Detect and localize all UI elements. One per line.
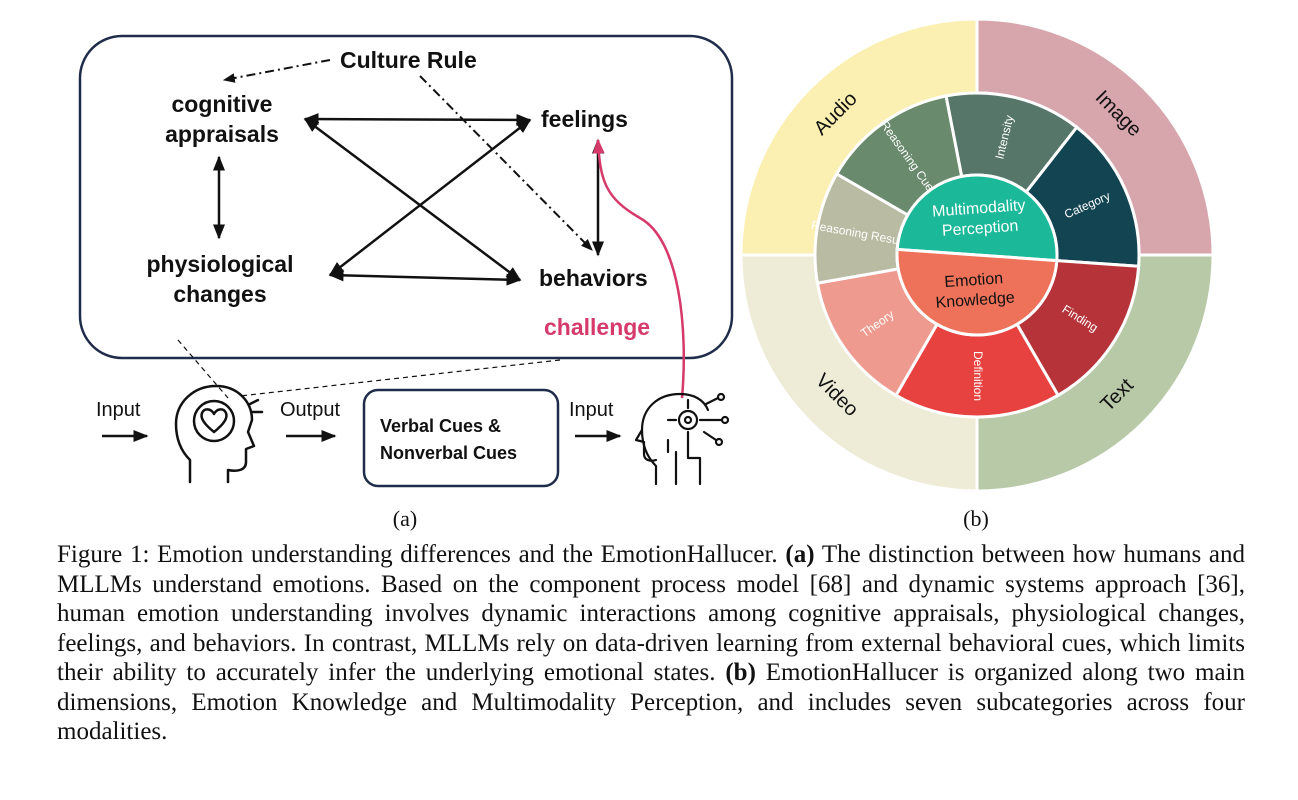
feelings-label: feelings: [541, 106, 628, 132]
challenge-label: challenge: [544, 314, 650, 340]
physiological-changes-label-2: changes: [173, 281, 266, 307]
emotion-process-box: [78, 34, 734, 360]
ai-head-circuit-icon: [634, 392, 730, 486]
caption-prefix: Figure 1: Emotion understanding differen…: [57, 541, 786, 568]
challenge-curve: [592, 138, 686, 399]
culture-to-cognitive-arrow: [222, 59, 331, 83]
physiological-changes-label: physiological: [147, 251, 294, 277]
core-emotion-knowledge: [895, 247, 1059, 337]
physiological-behaviors-arrow: [328, 269, 522, 286]
core-label-perception: Perception: [941, 218, 1019, 240]
core-label-emotion: Emotion: [944, 270, 1004, 291]
physiological-feelings-arrow: [328, 119, 532, 276]
input-label-2: Input: [569, 399, 614, 421]
output-label: Output: [280, 399, 340, 421]
cues-label-line2: Nonverbal Cues: [380, 443, 517, 463]
cognitive-feelings-arrow: [303, 113, 532, 126]
figure-1: Culture Rule cognitive appraisals feelin…: [78, 17, 1215, 531]
cognitive-appraisals-label-2: appraisals: [165, 121, 279, 147]
panel-a-sublabel: (a): [393, 506, 417, 531]
cues-label-line1: Verbal Cues &: [380, 416, 501, 436]
input-label-1: Input: [96, 399, 141, 421]
subcategory-label-definition: Definition: [971, 351, 985, 401]
culture-rule-label: Culture Rule: [340, 47, 477, 73]
cues-box: [362, 388, 560, 488]
figure-caption: Figure 1: Emotion understanding differen…: [57, 540, 1245, 747]
caption-b-marker: (b): [725, 659, 756, 686]
panel-b-sublabel: (b): [963, 506, 989, 531]
panel-a: Culture Rule cognitive appraisals feelin…: [78, 34, 734, 531]
caption-b-text: EmotionHallucer is organized along two m…: [57, 659, 1246, 745]
behaviors-label: behaviors: [539, 265, 648, 291]
core-multimodality-perception: [895, 173, 1059, 263]
human-head-heart-icon: [174, 384, 264, 484]
core-label-knowledge: Knowledge: [935, 289, 1015, 312]
core-label-multimodality: Multimodality: [932, 197, 1026, 220]
caption-a-text: The distinction between how humans and M…: [57, 541, 1245, 686]
box-to-head-dashed-left: [177, 339, 229, 399]
caption-a-marker: (a): [785, 541, 815, 568]
cognitive-appraisals-label: cognitive: [172, 91, 273, 117]
